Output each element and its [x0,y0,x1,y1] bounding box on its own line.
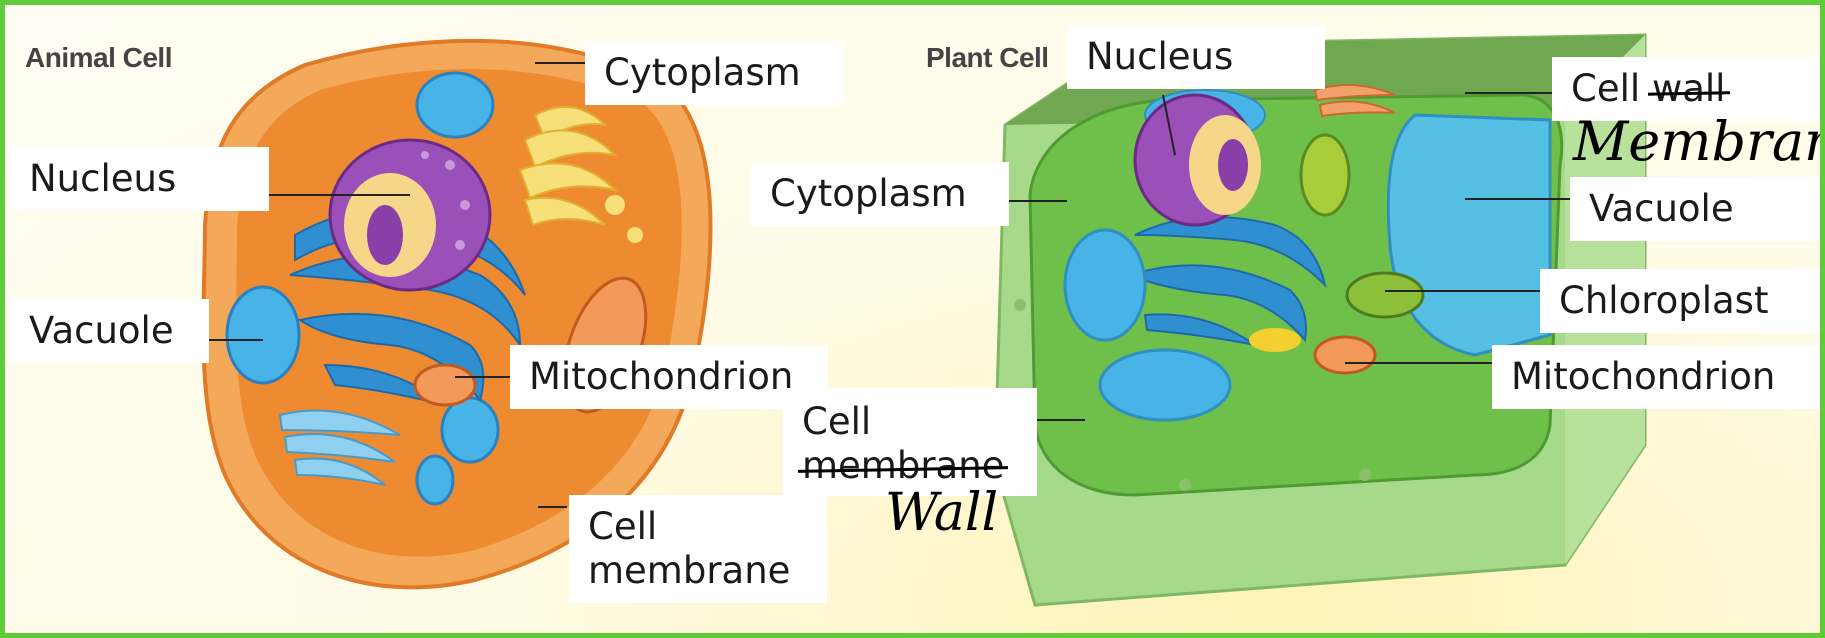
plant-label-membrane-struck: membrane [802,444,1004,488]
animal-cell-title: Animal Cell [25,42,172,74]
animal-vacuole-left [227,287,299,383]
animal-label-cell-membrane-line1: Cell [588,505,808,549]
plant-label-cell-membrane: Cell membrane [783,388,1037,496]
animal-vacuole-small [417,456,453,504]
animal-label-nucleus: Nucleus [10,147,269,211]
plant-label-vacuole: Vacuole [1570,177,1825,241]
animal-label-cytoplasm: Cytoplasm [585,41,842,105]
plant-mitochondrion [1315,337,1375,373]
animal-vacuole-top [417,73,493,137]
animal-vacuole-bottom [442,398,498,462]
plant-label-mitochondrion: Mitochondrion [1492,345,1825,409]
plant-chloroplast [1347,273,1423,317]
handwritten-membrane: Membrane [1573,115,1825,169]
plant-label-chloroplast: Chloroplast [1540,269,1825,333]
animal-label-cell-membrane-line2: membrane [588,549,808,593]
animal-mitochondrion [415,365,475,405]
animal-label-cell-membrane: Cell membrane [569,495,827,603]
plant-label-cell-word: Cell [1571,67,1640,110]
animal-label-vacuole: Vacuole [10,299,209,363]
plant-label-nucleus: Nucleus [1067,25,1325,89]
plant-label-cell-line1: Cell [802,400,1018,444]
handwritten-wall: Wall [885,487,998,539]
plant-label-cytoplasm: Cytoplasm [751,162,1009,226]
plant-cell-title: Plant Cell [926,42,1049,74]
animal-label-mitochondrion: Mitochondrion [510,345,828,409]
